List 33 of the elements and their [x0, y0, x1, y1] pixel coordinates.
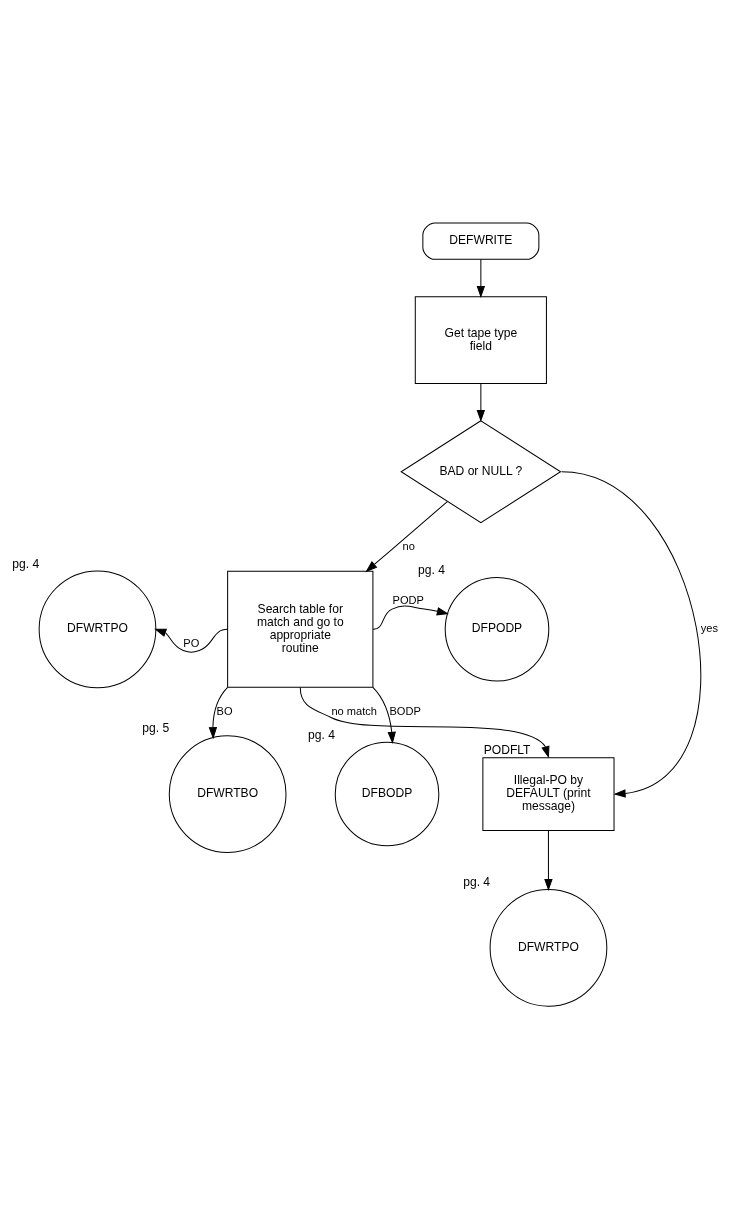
arrow — [365, 500, 448, 572]
edge-label: BODP — [389, 704, 421, 716]
arrow — [476, 382, 486, 422]
node-circle: DFWRTBO — [168, 734, 287, 853]
arrow — [208, 686, 229, 739]
node-box: Get tape type field — [414, 295, 547, 384]
node-label: pg. 5 — [142, 720, 170, 735]
node-label: pg. 4 — [12, 556, 40, 571]
node-label: pg. 4 — [463, 874, 491, 889]
node-label: pg. 4 — [418, 562, 445, 577]
edge-label: no match — [331, 704, 378, 716]
node-box: Illegal-PO by DEFAULT (print message) — [482, 756, 615, 831]
node-label: PODFLT — [483, 742, 531, 757]
node-circle: DFWRTPO — [38, 569, 157, 688]
node-box: DEFWRITE — [422, 222, 540, 260]
arrow — [372, 686, 396, 744]
node-circle: DFWRTPO — [489, 888, 608, 1007]
arrow — [544, 829, 553, 891]
arrow — [154, 628, 229, 653]
edge-label: PO — [183, 636, 200, 649]
node-label: pg. 4 — [308, 727, 335, 742]
edge-label: no — [402, 539, 415, 552]
node-box: Search table for match and go to appropriate routine — [227, 570, 374, 688]
arrow — [476, 258, 486, 298]
node-circle: DFPODP — [444, 576, 550, 682]
arrow — [372, 605, 449, 630]
edge-label: BO — [216, 704, 233, 716]
node-circle: DFBODP — [334, 741, 440, 846]
edge-label: yes — [700, 621, 718, 634]
arrow — [561, 470, 702, 798]
edge-label: PODP — [392, 593, 424, 606]
arrow — [299, 686, 550, 758]
node-diamond: BAD or NULL ? — [400, 419, 562, 523]
